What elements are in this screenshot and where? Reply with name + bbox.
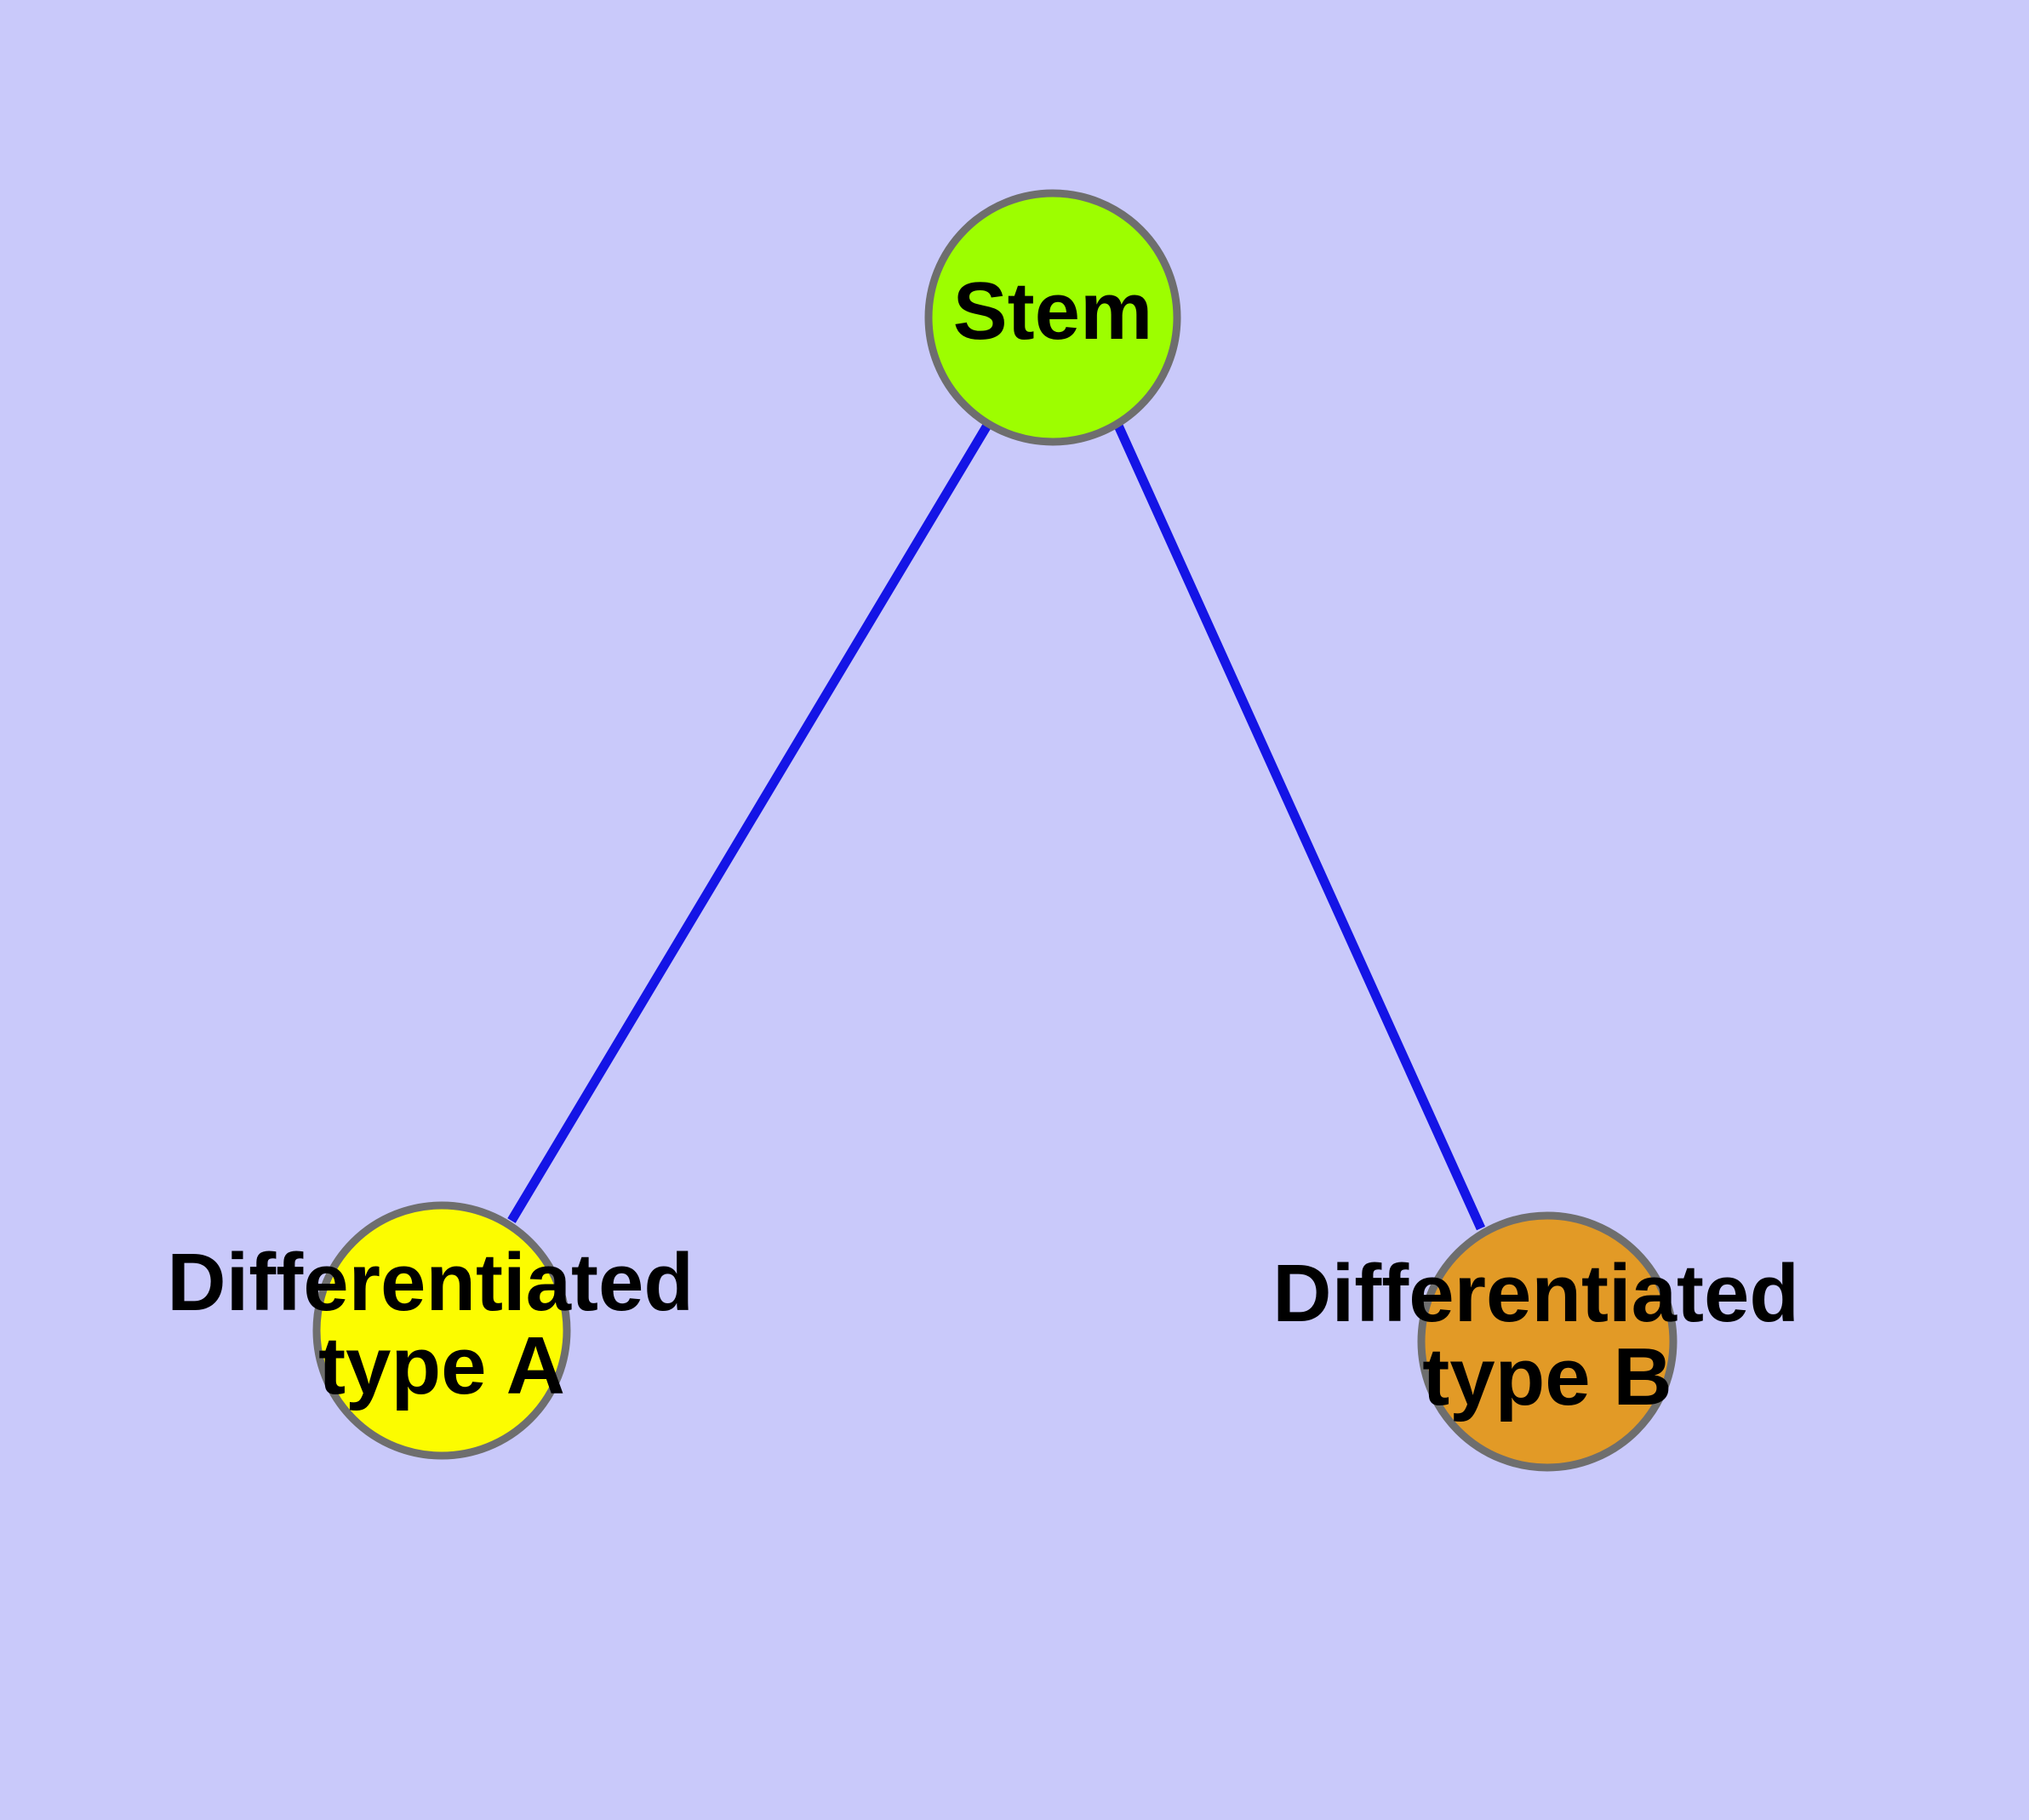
node-stem-label: Stem [953, 266, 1153, 357]
labels-group: Stem Differentiated type A Differentiate… [167, 266, 1821, 1422]
node-stem-circle[interactable] [924, 189, 1181, 446]
node-differentiated-type-b-circle[interactable] [1417, 1211, 1677, 1472]
node-stem[interactable] [924, 189, 1181, 446]
node-differentiated-type-b-label: Differentiated type B [1272, 1248, 1821, 1422]
node-differentiated-type-a-label: Differentiated type A [167, 1237, 716, 1411]
node-differentiated-type-a-label-line-1: Differentiated [167, 1237, 694, 1328]
nodes-group [312, 189, 1677, 1472]
node-differentiated-type-a-label-line-2: type A [318, 1320, 565, 1411]
edge-stem-to-differentiated-type-b[interactable] [1113, 423, 1486, 1231]
edge-stem-to-differentiated-type-a[interactable] [507, 421, 992, 1223]
node-differentiated-type-b-label-line-2: type B [1422, 1331, 1672, 1422]
node-stem-label-line-1: Stem [953, 266, 1153, 357]
node-differentiated-type-a-circle[interactable] [312, 1201, 571, 1460]
node-differentiated-type-b-label-line-1: Differentiated [1272, 1248, 1799, 1339]
node-differentiated-type-a[interactable] [312, 1201, 571, 1460]
edges-group [507, 421, 1486, 1231]
node-differentiated-type-b[interactable] [1417, 1211, 1677, 1472]
